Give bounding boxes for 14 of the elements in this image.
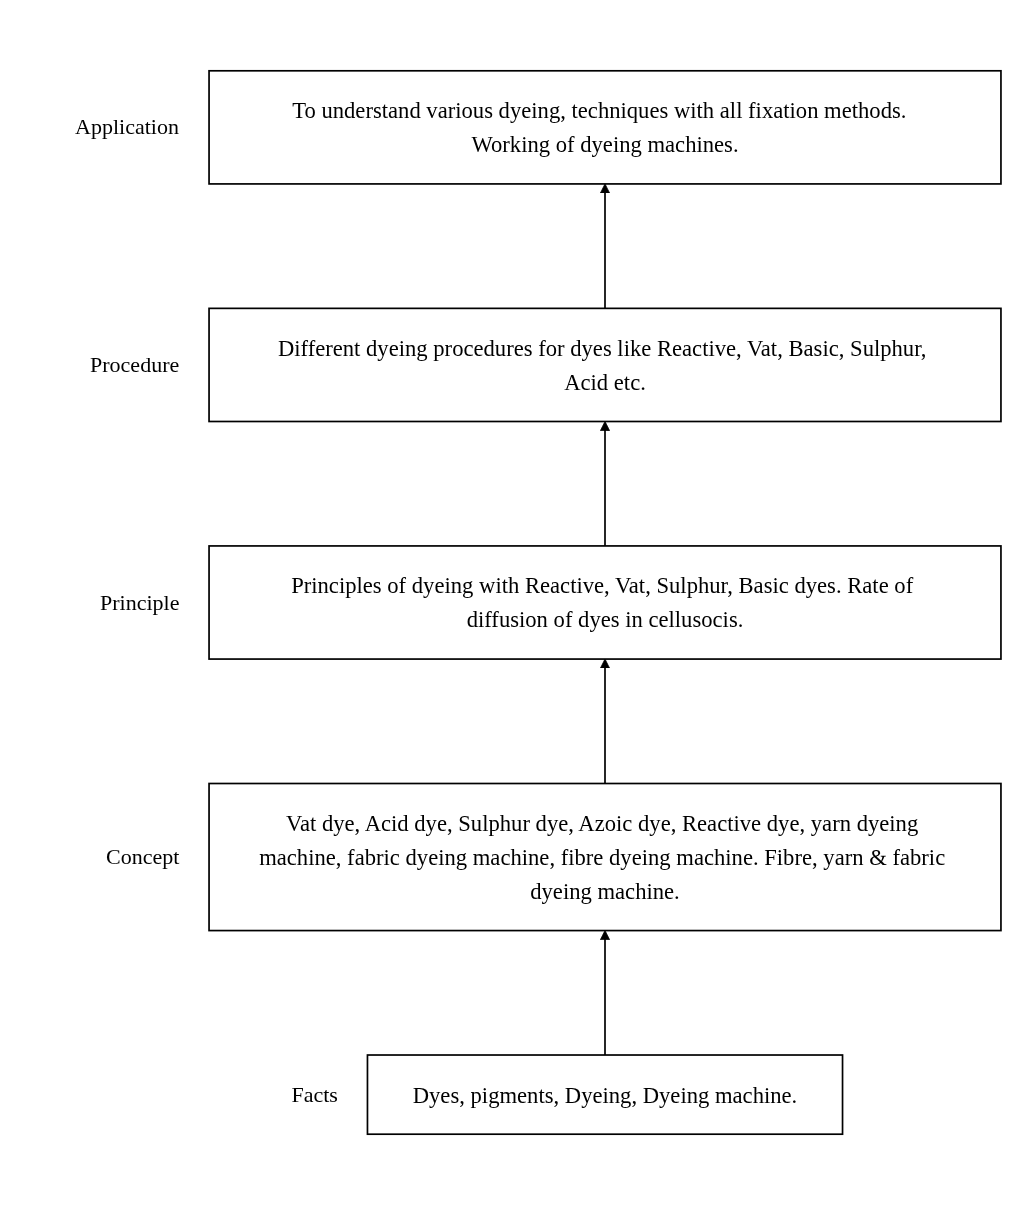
node-box: To understand various dyeing, techniques with all fixation methods. Working of dyeing machines. [208,69,1002,185]
arrow [600,183,610,310]
arrow [600,658,610,785]
side-label: Application [75,114,179,141]
side-label: Facts [291,1081,338,1108]
node-box: Different dyeing procedures for dyes like Reactive, Vat, Basic, Sulphur, Acid etc. [208,307,1002,423]
side-label: Procedure [90,351,180,378]
node-box: Principles of dyeing with Reactive, Vat, Sulphur, Basic dyes. Rate of diffusion of dyes in cellusocis. [208,545,1002,660]
side-label: Concept [106,844,180,871]
node-box: Vat dye, Acid dye, Sulphur dye, Azoic dye, Reactive dye, yarn dyeing machine, fabric dyeing machine, fibre dyeing machine. Fibre, yarn & fabric dyeing machine. [208,782,1002,932]
arrow [600,930,610,1056]
node-box: Dyes, pigments, Dyeing, Dyeing machine. [366,1054,844,1136]
side-label: Principle [100,589,180,616]
arrow [600,421,610,547]
